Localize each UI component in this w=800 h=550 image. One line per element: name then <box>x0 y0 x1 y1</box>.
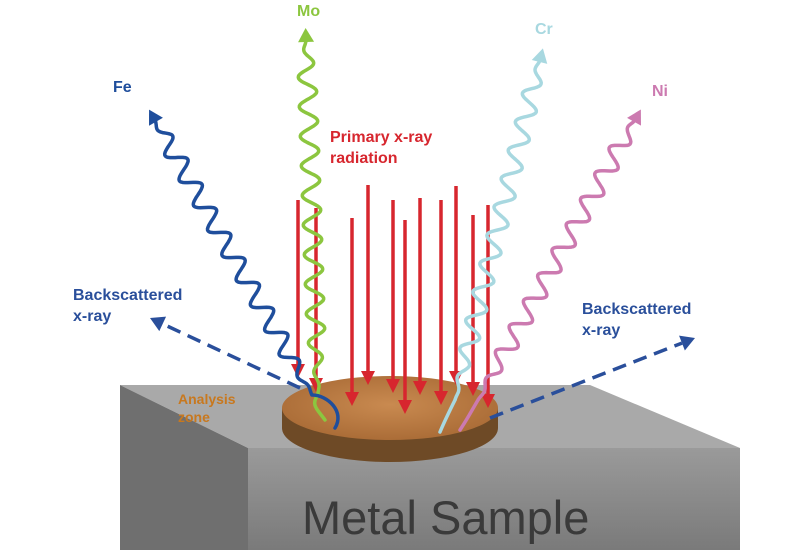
fluorescence-wave-group <box>149 28 641 434</box>
primary-ray-arrow <box>398 220 412 414</box>
primary-ray-arrow <box>413 198 427 395</box>
label-primary-line2: radiation <box>330 150 398 167</box>
block-left-face <box>120 385 248 550</box>
primary-ray-arrow <box>466 215 480 396</box>
label-analysis-line2: zone <box>178 409 210 425</box>
metal-sample-block <box>120 385 740 550</box>
primary-ray-arrow <box>345 218 359 406</box>
primary-ray-arrow <box>361 185 375 385</box>
backscatter-left-arrow <box>150 316 301 390</box>
primary-ray-arrow <box>386 200 400 393</box>
label-backscatter-right-line2: x-ray <box>582 322 620 339</box>
backscatter-arrow-group <box>150 316 695 420</box>
primary-ray-group <box>291 185 495 414</box>
block-front-face <box>248 448 740 550</box>
label-ni: Ni <box>652 83 668 100</box>
fe-wave-arrow <box>149 109 340 430</box>
label-metal-sample: Metal Sample <box>302 491 589 544</box>
label-cr: Cr <box>535 21 553 38</box>
primary-ray-arrow <box>434 200 448 405</box>
label-fe: Fe <box>113 79 132 96</box>
ni-wave-arrow <box>458 109 641 432</box>
label-backscatter-right-line1: Backscattered <box>582 301 691 318</box>
primary-ray-arrow <box>449 186 463 385</box>
backscatter-right-arrow <box>489 335 695 420</box>
cr-wave-arrow <box>438 48 548 434</box>
label-primary-line1: Primary x-ray <box>330 129 432 146</box>
label-analysis-line1: Analysis <box>178 391 236 407</box>
label-backscatter-left-line1: Backscattered <box>73 287 182 304</box>
label-mo: Mo <box>297 3 320 20</box>
mo-wave-arrow <box>296 28 327 422</box>
label-backscatter-left-line2: x-ray <box>73 308 111 325</box>
